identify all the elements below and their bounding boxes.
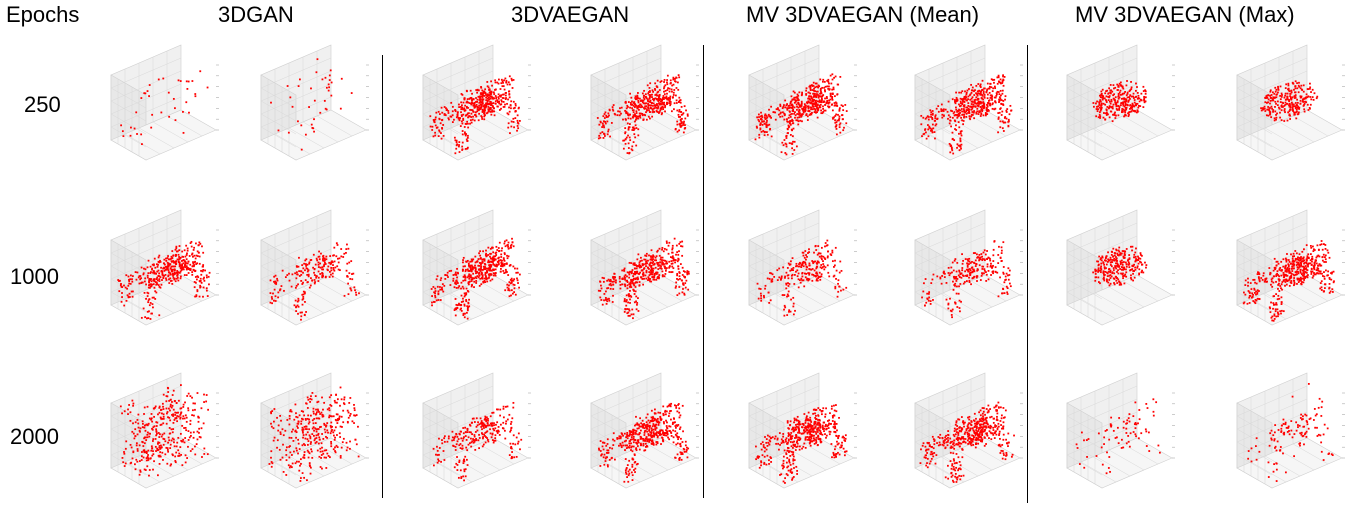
voxel-plot-r1-c2 bbox=[236, 40, 376, 180]
voxel-plot-r2-c1 bbox=[86, 205, 226, 345]
voxel-plot-r3-c8 bbox=[1212, 368, 1352, 508]
row-label-1000: 1000 bbox=[10, 264, 59, 290]
voxel-plot-r2-c5 bbox=[724, 205, 864, 345]
voxel-plot-r1-c5 bbox=[724, 40, 864, 180]
voxel-plot-r3-c7 bbox=[1042, 368, 1182, 508]
column-title-3dgan: 3DGAN bbox=[218, 2, 294, 28]
voxel-plot-r1-c4 bbox=[566, 40, 706, 180]
voxel-plot-r3-c4 bbox=[566, 368, 706, 508]
column-title-mv-mean: MV 3DVAEGAN (Mean) bbox=[746, 2, 979, 28]
voxel-plot-r3-c1 bbox=[86, 368, 226, 508]
voxel-plot-r1-c8 bbox=[1212, 40, 1352, 180]
voxel-plot-r2-c4 bbox=[566, 205, 706, 345]
voxel-plot-r1-c1 bbox=[86, 40, 226, 180]
column-title-3dvaegan: 3DVAEGAN bbox=[511, 2, 629, 28]
epochs-header: Epochs bbox=[6, 2, 79, 28]
voxel-plot-r1-c3 bbox=[398, 40, 538, 180]
voxel-plot-r1-c6 bbox=[890, 40, 1030, 180]
divider-1 bbox=[382, 55, 383, 498]
voxel-plot-r3-c5 bbox=[724, 368, 864, 508]
voxel-plot-r1-c7 bbox=[1042, 40, 1182, 180]
voxel-plot-r2-c2 bbox=[236, 205, 376, 345]
voxel-plot-r3-c3 bbox=[398, 368, 538, 508]
voxel-plot-r2-c6 bbox=[890, 205, 1030, 345]
voxel-plot-r2-c7 bbox=[1042, 205, 1182, 345]
row-label-2000: 2000 bbox=[10, 424, 59, 450]
voxel-plot-r2-c8 bbox=[1212, 205, 1352, 345]
row-label-250: 250 bbox=[24, 92, 61, 118]
voxel-plot-r3-c6 bbox=[890, 368, 1030, 508]
voxel-plot-r3-c2 bbox=[236, 368, 376, 508]
column-title-mv-max: MV 3DVAEGAN (Max) bbox=[1075, 2, 1295, 28]
voxel-plot-r2-c3 bbox=[398, 205, 538, 345]
